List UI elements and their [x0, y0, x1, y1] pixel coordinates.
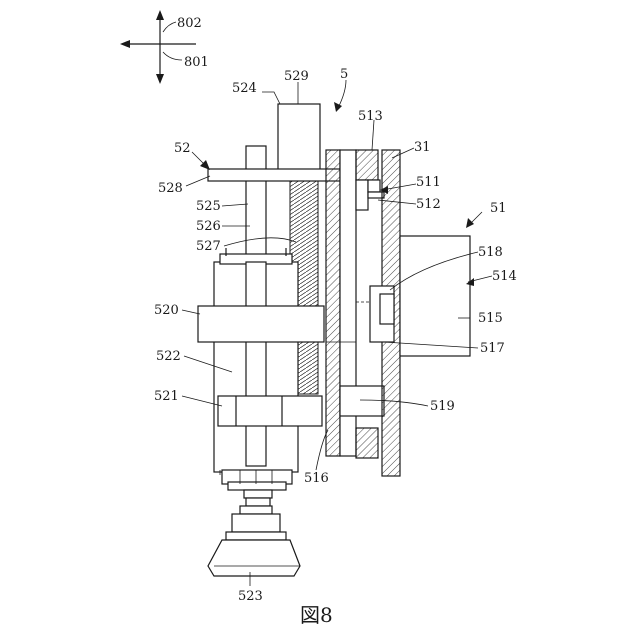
label-515: 515 [478, 311, 503, 326]
label-528: 528 [158, 181, 183, 196]
label-52: 52 [174, 141, 191, 156]
label-513: 513 [358, 109, 383, 124]
label-518: 518 [478, 245, 503, 260]
label-523: 523 [238, 589, 263, 604]
label-524: 524 [232, 81, 257, 96]
figure-caption: 図8 [300, 603, 333, 627]
label-527: 527 [196, 239, 221, 254]
nozzle-assembly [208, 490, 300, 576]
label-529: 529 [284, 69, 309, 84]
label-522: 522 [156, 349, 181, 364]
label-51: 51 [490, 201, 507, 216]
label-521: 521 [154, 389, 179, 404]
label-5: 5 [340, 67, 348, 82]
label-517: 517 [480, 341, 505, 356]
label-525: 525 [196, 199, 221, 214]
direction-label-801: 801 [184, 55, 209, 70]
label-31: 31 [414, 140, 431, 155]
block-517 [380, 294, 394, 324]
label-520: 520 [154, 303, 179, 318]
top-block-529 [278, 104, 320, 172]
label-511: 511 [416, 175, 441, 190]
nut-block-521 [218, 396, 322, 426]
rod-526-lower [246, 262, 266, 466]
label-512: 512 [416, 197, 441, 212]
direction-indicator: 802 801 [120, 10, 209, 84]
label-519: 519 [430, 399, 455, 414]
plate-516 [326, 150, 340, 456]
motor-515 [400, 236, 470, 356]
label-514: 514 [492, 269, 517, 284]
label-516: 516 [304, 471, 329, 486]
bracket-520 [198, 306, 324, 342]
label-526: 526 [196, 219, 221, 234]
direction-label-802: 802 [177, 16, 202, 31]
